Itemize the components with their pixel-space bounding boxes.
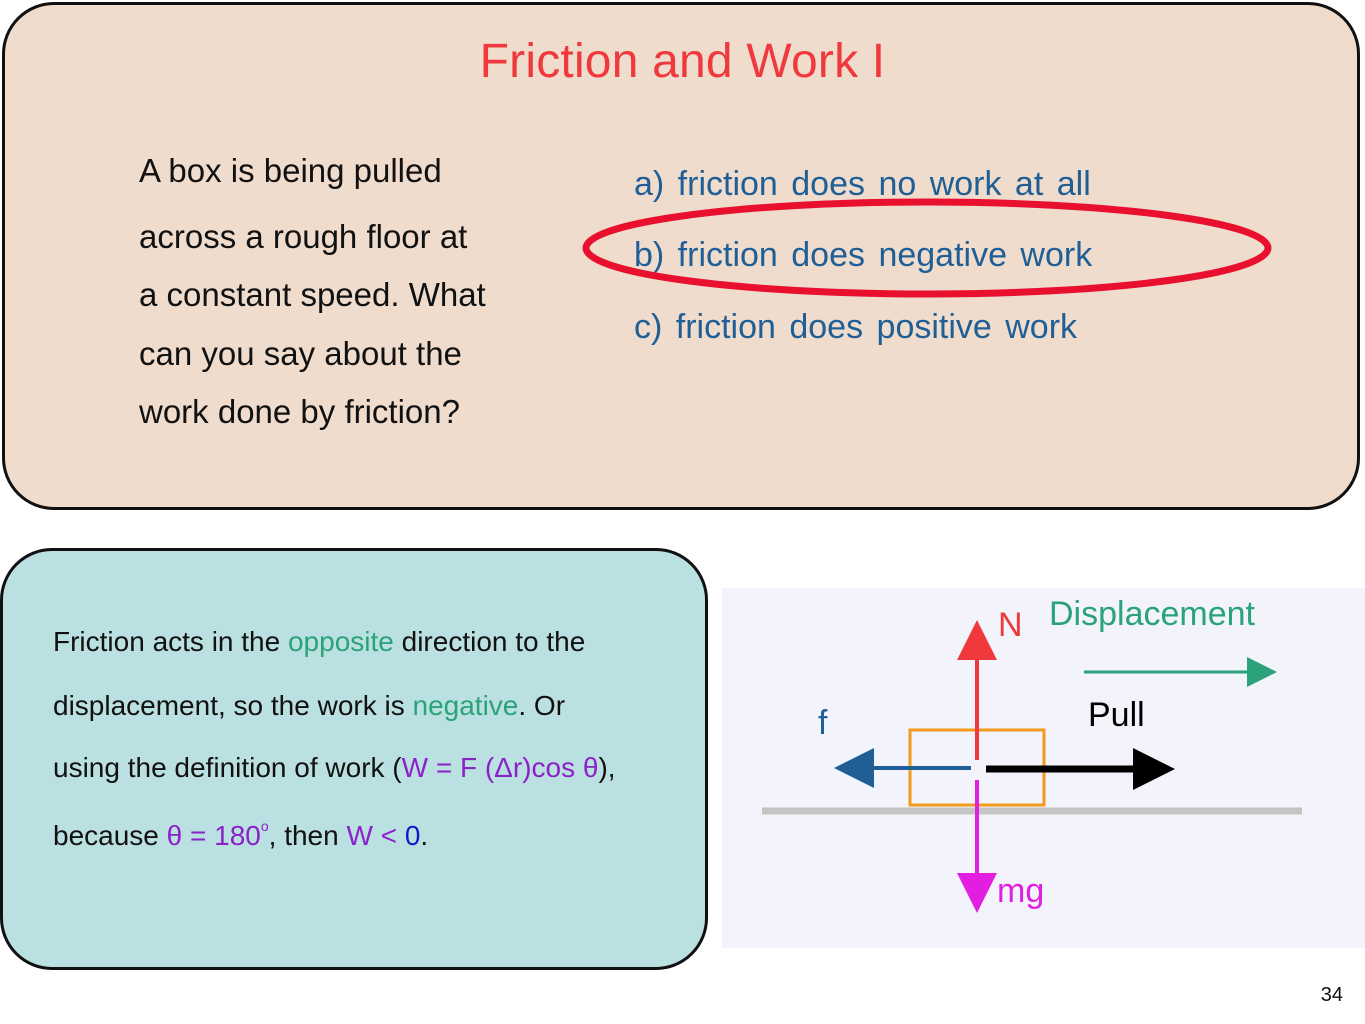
work-formula: W = F (Δr)cos θ	[401, 752, 599, 783]
work-result: W <	[346, 820, 405, 851]
normal-force-label: N	[998, 606, 1023, 644]
question-line-5: work done by friction?	[139, 393, 460, 430]
friction-force-label: f	[818, 704, 828, 742]
keyword-opposite: opposite	[287, 626, 394, 657]
answer-text: Friction acts in the	[53, 626, 288, 657]
page-number: 34	[1320, 984, 1343, 1006]
answer-highlight-ellipse	[582, 198, 1272, 298]
answer-text: ),	[598, 752, 616, 783]
question-line-1: A box is being pulled	[139, 152, 442, 189]
zero-value: 0	[404, 820, 421, 851]
option-a[interactable]: a) friction does no work at all	[634, 165, 1091, 203]
question-line-2: across a rough floor at	[139, 218, 468, 255]
displacement-label: Displacement	[1049, 595, 1255, 633]
keyword-negative: negative	[412, 690, 519, 721]
answer-line-4: because θ = 180o, then W < 0.	[53, 818, 429, 852]
answer-line-2: displacement, so the work is negative. O…	[53, 690, 565, 722]
degree-symbol: o	[260, 818, 269, 834]
answer-panel	[0, 548, 708, 970]
pull-force-label: Pull	[1088, 696, 1145, 734]
answer-text: .	[420, 820, 429, 851]
answer-text: using the definition of work (	[53, 752, 402, 783]
option-c[interactable]: c) friction does positive work	[634, 308, 1078, 346]
theta-value: θ = 180	[166, 820, 261, 851]
answer-line-3: using the definition of work (W = F (Δr)…	[53, 752, 616, 784]
question-panel	[2, 2, 1360, 510]
slide-title: Friction and Work I	[479, 35, 886, 88]
free-body-diagram: N Displacement f Pull mg	[722, 588, 1365, 948]
answer-text: direction to the	[393, 626, 586, 657]
question-line-4: can you say about the	[139, 335, 462, 372]
option-b[interactable]: b) friction does negative work	[634, 236, 1093, 274]
answer-text: . Or	[518, 690, 566, 721]
question-line-3: a constant speed. What	[139, 276, 486, 313]
answer-text: because	[53, 820, 167, 851]
answer-line-1: Friction acts in the opposite direction …	[53, 626, 585, 658]
weight-force-label: mg	[997, 872, 1045, 910]
answer-text: , then	[268, 820, 347, 851]
diagram-drawing	[762, 620, 1302, 913]
answer-text: displacement, so the work is	[53, 690, 413, 721]
